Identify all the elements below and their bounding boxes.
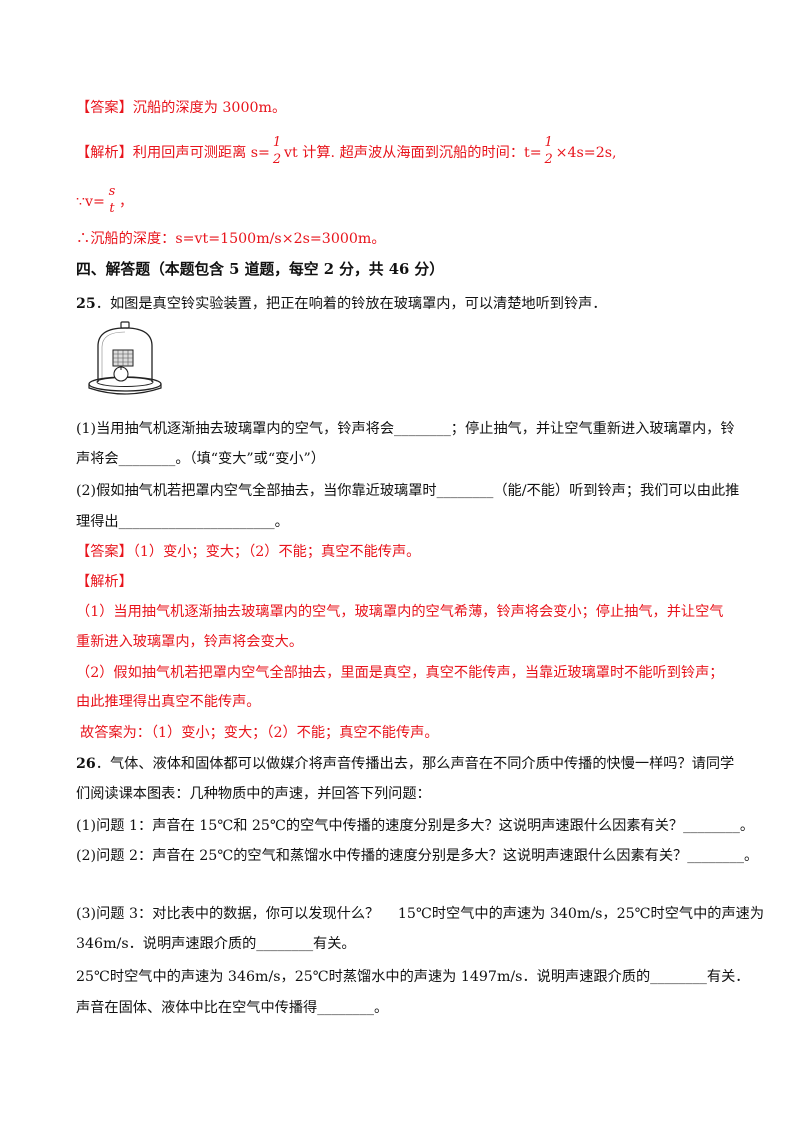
q25-part2-line1: (2)假如抽气机若把罩内空气全部抽去，当你靠近玻璃罩时________（能/不能… xyxy=(76,483,740,499)
q26-stem-line2: 们阅读课本图表：几种物质中的声速，并回答下列问题： xyxy=(76,786,431,802)
q26-stem-line1: 26．气体、液体和固体都可以做媒介将声音传播出去，那么声音在不同介质中传播的快慢… xyxy=(76,754,734,774)
fraction-numerator: 1 xyxy=(544,135,553,150)
analysis-text-a: 利用回声可测距离 s= xyxy=(132,145,270,161)
fraction-numerator: s xyxy=(108,184,116,199)
analysis-tag: 【解析】 xyxy=(76,145,133,161)
q25-number: 25 xyxy=(76,296,96,312)
q25-part1-line2: 声将会________。（填“变大”或“变小”） xyxy=(76,451,325,467)
q25-stem-text: ．如图是真空铃实验装置，把正在响着的铃放在玻璃罩内，可以清楚地听到铃声． xyxy=(95,296,607,312)
therefore-line: ∴沉船的深度：s=vt=1500m/s×2s=3000m。 xyxy=(76,231,386,247)
q25-analysis-2b: 由此推理得出真空不能传声。 xyxy=(76,694,261,710)
q25-part1-line1: (1)当用抽气机逐渐抽去玻璃罩内的空气，铃声将会________；停止抽气，并让… xyxy=(76,421,735,437)
analysis-text-b: vt 计算. 超声波从海面到沉船的时间：t= xyxy=(283,145,542,161)
q26-part3-line4: 声音在固体、液体中比在空气中传播得________。 xyxy=(76,1000,389,1016)
q26-stem-text-a: ．气体、液体和固体都可以做媒介将声音传播出去，那么声音在不同介质中传播的快慢一样… xyxy=(95,756,735,772)
prev-answer-line: 【答案】沉船的深度为 3000m。 xyxy=(76,98,286,118)
analysis-text-c: ×4s=2s, xyxy=(555,145,617,161)
q26-part3-line1: (3)问题 3：对比表中的数据，你可以发现什么？ 15℃时空气中的声速为 340… xyxy=(76,906,765,922)
fraction-numerator: 1 xyxy=(272,135,282,150)
q25-analysis-1a: （1）当用抽气机逐渐抽去玻璃罩内的空气，玻璃罩内的空气希薄，铃声将会变小；停止抽… xyxy=(76,604,724,620)
q26-part3-line2: 346m/s．说明声速跟介质的________有关。 xyxy=(76,936,356,952)
fraction-denominator: 2 xyxy=(272,152,282,167)
q26-number: 26 xyxy=(76,756,96,772)
because-text-a: ∵v= xyxy=(76,194,105,210)
fraction-denominator: t xyxy=(109,201,115,216)
answer-tag: 【答案】 xyxy=(76,544,133,560)
q26-part3-line3: 25℃时空气中的声速为 346m/s，25℃时蒸馏水中的声速为 1497m/s．… xyxy=(76,969,750,985)
answer-text: 沉船的深度为 3000m。 xyxy=(132,100,287,116)
because-text-b: ， xyxy=(118,194,134,210)
q25-part2-line2: 理得出______________________。 xyxy=(76,514,289,530)
q25-final-answer: 故答案为：（1）变小；变大；（2）不能；真空不能传声。 xyxy=(80,725,439,741)
q25-analysis-2a: （2）假如抽气机若把罩内空气全部抽去，里面是真空，真空不能传声，当靠近玻璃罩时不… xyxy=(76,665,724,681)
q25-analysis-tag: 【解析】 xyxy=(76,574,133,590)
q25-answer-line: 【答案】（1）变小；变大；（2）不能；真空不能传声。 xyxy=(76,542,420,562)
q26-part1: (1)问题 1：声音在 15℃和 25℃的空气中传播的速度分别是多大？这说明声速… xyxy=(76,818,755,834)
q25-analysis-1b: 重新进入玻璃罩内，铃声将会变大。 xyxy=(76,634,304,650)
bell-jar-figure xyxy=(88,321,162,395)
fraction-denominator: 2 xyxy=(544,152,553,167)
answer-tag: 【答案】 xyxy=(76,100,133,116)
q26-part2: (2)问题 2：声音在 25℃的空气和蒸馏水中传播的速度分别是多大？这说明声速跟… xyxy=(76,848,759,864)
answer-text: （1）变小；变大；（2）不能；真空不能传声。 xyxy=(132,544,421,560)
q25-stem: 25．如图是真空铃实验装置，把正在响着的铃放在玻璃罩内，可以清楚地听到铃声． xyxy=(76,294,607,314)
section-heading: 四、解答题（本题包含 5 道题，每空 2 分，共 46 分） xyxy=(76,261,445,278)
